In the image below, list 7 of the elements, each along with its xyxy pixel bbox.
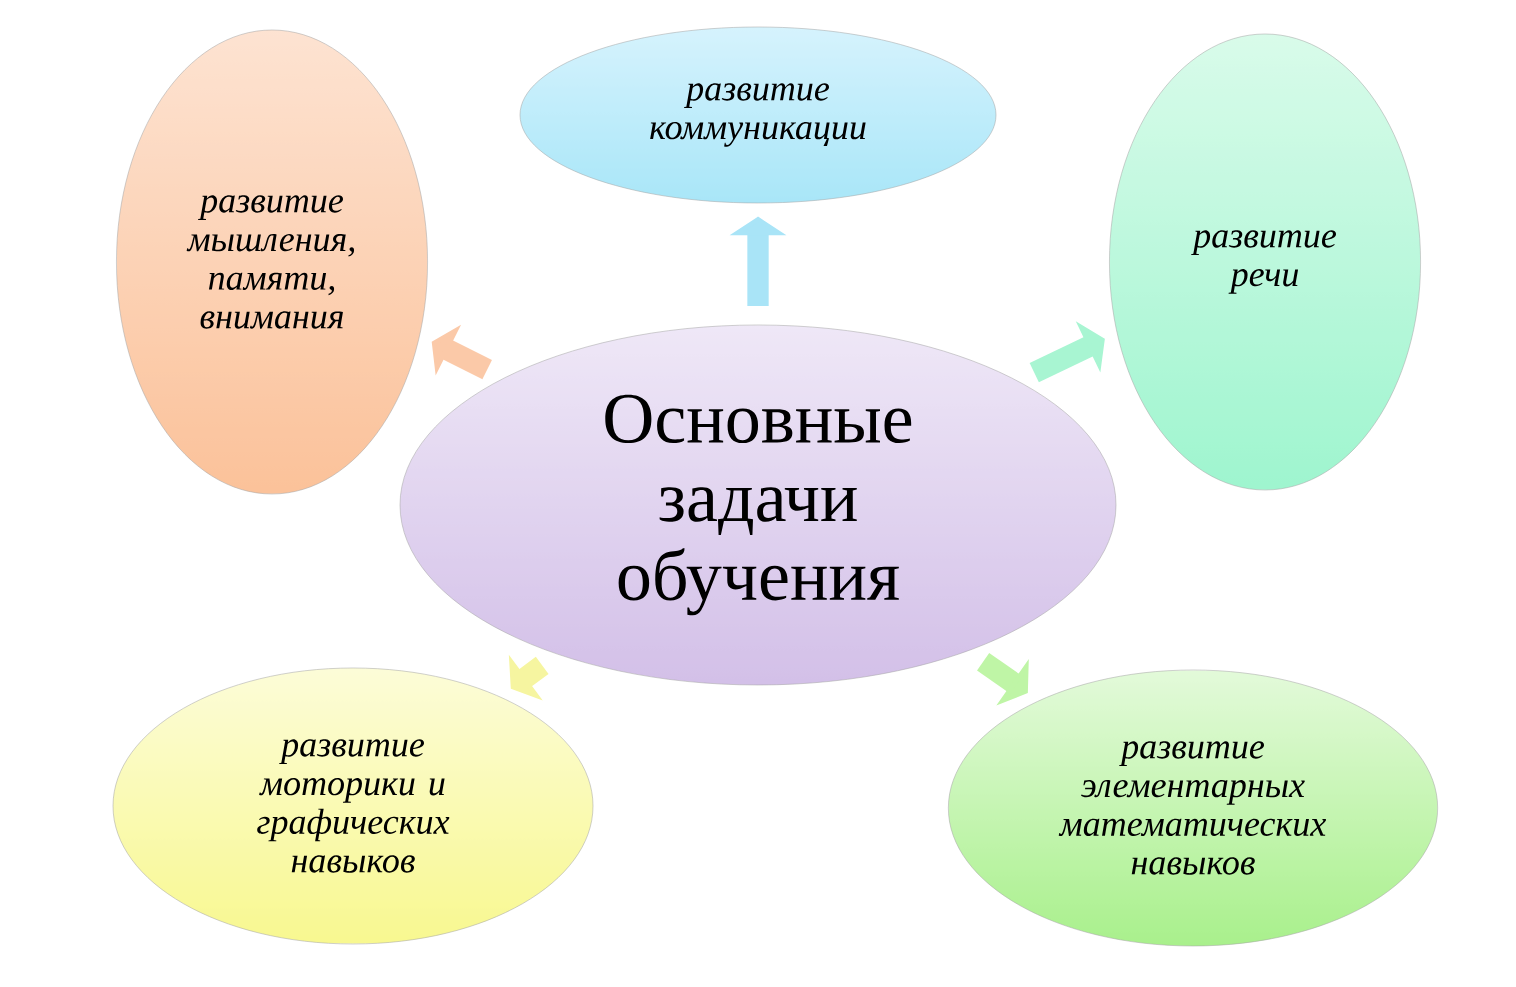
ellipse-node: развитие элементарных математических навыков [948,669,1438,947]
ellipse-node: развитие мышления, памяти, внимания [116,29,428,495]
ellipse-node: развитие моторики и графических навыков [112,667,594,945]
ellipse-node: развитие коммуникации [519,26,997,204]
ellipse-node: Основные задачи обучения [399,324,1117,686]
block-arrow [1029,321,1105,383]
ellipse-node: развитие речи [1109,33,1421,491]
